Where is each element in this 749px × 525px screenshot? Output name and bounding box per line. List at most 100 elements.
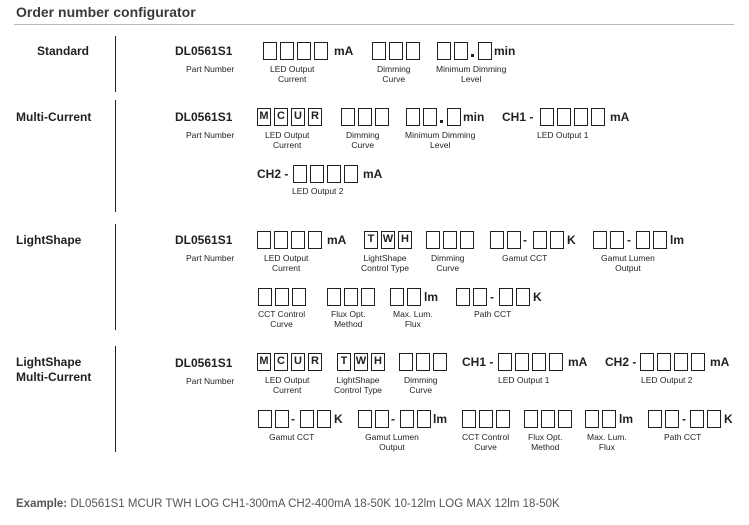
digit-box[interactable] <box>399 353 413 371</box>
gamut-lumen-high-boxes[interactable] <box>400 410 431 428</box>
digit-box[interactable] <box>257 231 271 249</box>
digit-box[interactable] <box>657 353 671 371</box>
digit-box[interactable] <box>406 108 420 126</box>
digit-box[interactable] <box>574 108 588 126</box>
digit-box[interactable] <box>460 231 474 249</box>
digit-box[interactable] <box>479 410 493 428</box>
digit-box[interactable] <box>462 410 476 428</box>
ch1-current-boxes[interactable] <box>498 353 563 371</box>
digit-box[interactable] <box>275 288 289 306</box>
digit-box[interactable] <box>498 353 512 371</box>
digit-box[interactable] <box>507 231 521 249</box>
path-cct-low-boxes[interactable] <box>456 288 487 306</box>
dimming-curve-boxes[interactable] <box>372 42 420 60</box>
digit-box[interactable] <box>640 353 654 371</box>
digit-box[interactable] <box>344 288 358 306</box>
digit-box[interactable] <box>456 288 470 306</box>
digit-box[interactable] <box>314 42 328 60</box>
digit-box[interactable] <box>610 231 624 249</box>
gamut-cct-low-boxes[interactable] <box>258 410 289 428</box>
cct-control-curve-boxes[interactable] <box>462 410 510 428</box>
digit-box[interactable] <box>375 410 389 428</box>
digit-box[interactable] <box>292 288 306 306</box>
digit-box[interactable] <box>541 410 555 428</box>
digit-box[interactable] <box>426 231 440 249</box>
digit-box[interactable] <box>499 288 513 306</box>
digit-box[interactable] <box>690 410 704 428</box>
digit-box[interactable] <box>593 231 607 249</box>
digit-box[interactable] <box>317 410 331 428</box>
digit-box[interactable] <box>602 410 616 428</box>
digit-box[interactable] <box>375 108 389 126</box>
led-output-current-boxes[interactable] <box>257 231 322 249</box>
digit-box[interactable] <box>417 410 431 428</box>
dimming-curve-boxes[interactable] <box>341 108 389 126</box>
digit-box[interactable] <box>549 353 563 371</box>
path-cct-high-boxes[interactable] <box>690 410 721 428</box>
digit-box[interactable] <box>540 108 554 126</box>
gamut-cct-high-boxes[interactable] <box>533 231 564 249</box>
digit-box[interactable] <box>558 410 572 428</box>
digit-box[interactable] <box>358 410 372 428</box>
gamut-cct-low-boxes[interactable] <box>490 231 521 249</box>
digit-box[interactable] <box>258 288 272 306</box>
digit-box[interactable] <box>341 108 355 126</box>
digit-box[interactable] <box>416 353 430 371</box>
digit-box[interactable] <box>636 231 650 249</box>
ch2-current-boxes[interactable] <box>293 165 358 183</box>
digit-box[interactable] <box>390 288 404 306</box>
digit-box[interactable] <box>308 231 322 249</box>
digit-box[interactable] <box>585 410 599 428</box>
digit-box[interactable] <box>533 231 547 249</box>
gamut-cct-high-boxes[interactable] <box>300 410 331 428</box>
digit-box[interactable] <box>297 42 311 60</box>
digit-box[interactable] <box>407 288 421 306</box>
min-dim-level-boxes[interactable] <box>437 42 492 60</box>
digit-box[interactable] <box>496 410 510 428</box>
digit-box[interactable] <box>490 231 504 249</box>
ch2-current-boxes[interactable] <box>640 353 705 371</box>
digit-box[interactable] <box>437 42 451 60</box>
digit-box[interactable] <box>258 410 272 428</box>
digit-box[interactable] <box>524 410 538 428</box>
led-output-current-boxes[interactable] <box>263 42 328 60</box>
digit-box[interactable] <box>516 288 530 306</box>
cct-control-curve-boxes[interactable] <box>258 288 306 306</box>
digit-box[interactable] <box>310 165 324 183</box>
digit-box[interactable] <box>291 231 305 249</box>
flux-opt-method-boxes[interactable] <box>524 410 572 428</box>
digit-box[interactable] <box>263 42 277 60</box>
digit-box[interactable] <box>653 231 667 249</box>
digit-box[interactable] <box>280 42 294 60</box>
digit-box[interactable] <box>389 42 403 60</box>
dimming-curve-boxes[interactable] <box>426 231 474 249</box>
digit-box[interactable] <box>591 108 605 126</box>
digit-box[interactable] <box>550 231 564 249</box>
digit-box[interactable] <box>327 165 341 183</box>
gamut-lumen-high-boxes[interactable] <box>636 231 667 249</box>
digit-box[interactable] <box>372 42 386 60</box>
digit-box[interactable] <box>447 108 461 126</box>
digit-box[interactable] <box>648 410 662 428</box>
digit-box[interactable] <box>557 108 571 126</box>
digit-box[interactable] <box>361 288 375 306</box>
digit-box[interactable] <box>665 410 679 428</box>
digit-box[interactable] <box>344 165 358 183</box>
gamut-lumen-low-boxes[interactable] <box>593 231 624 249</box>
digit-box[interactable] <box>454 42 468 60</box>
max-lum-flux-boxes[interactable] <box>585 410 616 428</box>
digit-box[interactable] <box>400 410 414 428</box>
max-lum-flux-boxes[interactable] <box>390 288 421 306</box>
digit-box[interactable] <box>327 288 341 306</box>
path-cct-high-boxes[interactable] <box>499 288 530 306</box>
digit-box[interactable] <box>293 165 307 183</box>
ch1-current-boxes[interactable] <box>540 108 605 126</box>
digit-box[interactable] <box>274 231 288 249</box>
digit-box[interactable] <box>275 410 289 428</box>
digit-box[interactable] <box>358 108 372 126</box>
digit-box[interactable] <box>443 231 457 249</box>
digit-box[interactable] <box>423 108 437 126</box>
digit-box[interactable] <box>433 353 447 371</box>
digit-box[interactable] <box>478 42 492 60</box>
digit-box[interactable] <box>300 410 314 428</box>
